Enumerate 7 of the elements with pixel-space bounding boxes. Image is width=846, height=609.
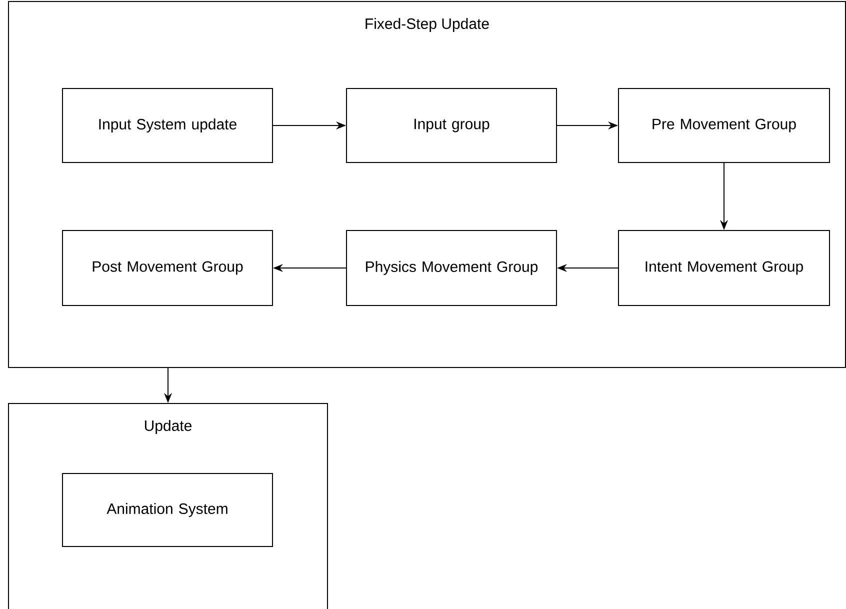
- process-box: Input System update: [62, 88, 273, 163]
- process-box: Post Movement Group: [62, 230, 273, 306]
- process-box: Intent Movement Group: [618, 230, 830, 306]
- process-box: Input group: [346, 88, 557, 163]
- process-box: Pre Movement Group: [618, 88, 830, 163]
- process-box: Animation System: [62, 473, 273, 547]
- process-box: Physics Movement Group: [346, 230, 557, 306]
